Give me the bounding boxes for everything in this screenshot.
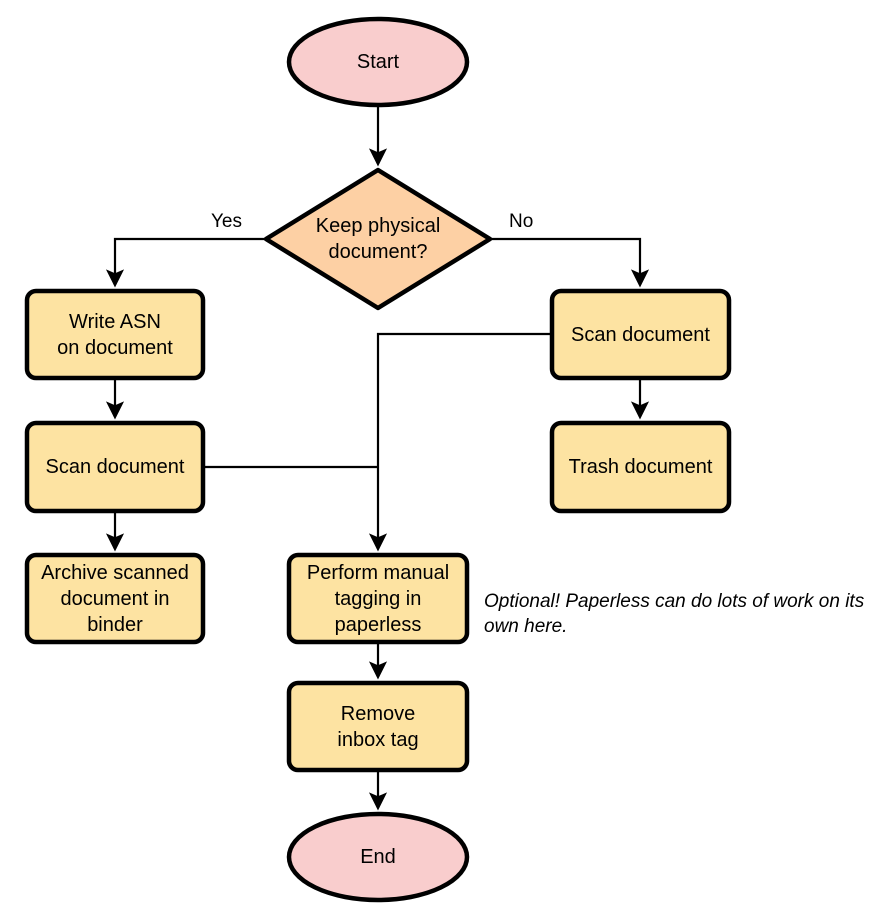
node-remove-inbox-tag[interactable] — [286, 680, 470, 773]
optional-note: Optional! Paperless can do lots of work … — [484, 591, 865, 637]
node-perform-manual-tagging[interactable] — [286, 552, 470, 645]
node-keep-physical-document[interactable] — [263, 167, 493, 311]
node-end[interactable] — [286, 811, 470, 903]
node-start[interactable] — [286, 16, 470, 108]
edge-label-no: No — [509, 211, 534, 232]
node-scan-document-left[interactable] — [24, 420, 206, 514]
edge-scan-right-to-tagging — [368, 332, 552, 552]
node-scan-document-right[interactable] — [549, 288, 732, 381]
edge-decision-no-to-scan-right — [490, 237, 650, 288]
node-archive-scanned-document[interactable] — [24, 552, 206, 645]
node-write-asn[interactable] — [24, 288, 206, 381]
edge-decision-yes-to-asn — [105, 237, 265, 288]
node-trash-document[interactable] — [549, 420, 732, 514]
edge-label-yes: Yes — [211, 211, 242, 232]
